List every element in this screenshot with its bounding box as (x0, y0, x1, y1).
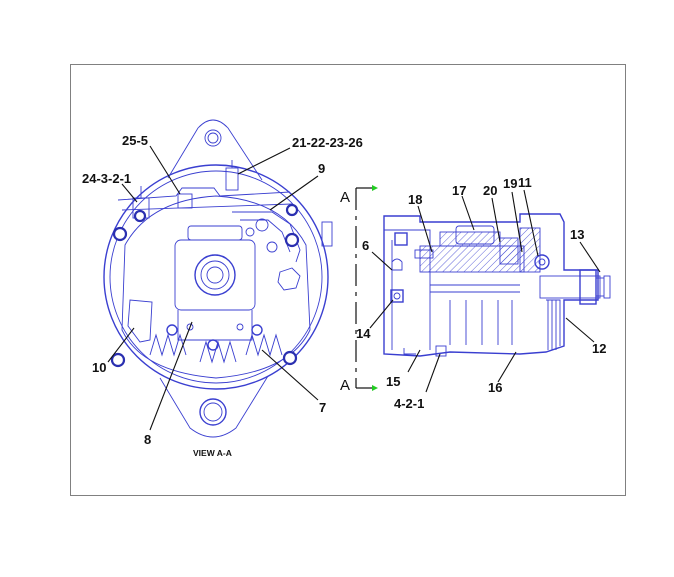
callout-8: 8 (144, 432, 151, 447)
callout-24-3-2-1: 24-3-2-1 (82, 171, 131, 186)
callout-12: 12 (592, 341, 606, 356)
callout-20: 20 (483, 183, 497, 198)
front-view (103, 119, 333, 438)
callout-13: 13 (570, 227, 584, 242)
callout-18: 18 (408, 192, 422, 207)
callout-11: 11 (518, 175, 532, 190)
callout-9: 9 (318, 161, 325, 176)
callout-17: 17 (452, 183, 466, 198)
callout-4-2-1: 4-2-1 (394, 396, 424, 411)
callout-19: 19 (503, 176, 517, 191)
callout-25-5: 25-5 (122, 133, 148, 148)
section-arrow-bottom-icon (372, 385, 378, 391)
section-mark-bottom: A (340, 377, 350, 394)
callout-14: 14 (356, 326, 371, 341)
callout-15: 15 (386, 374, 400, 389)
callout-10: 10 (92, 360, 106, 375)
section-arrow-top-icon (372, 185, 378, 191)
callout-6: 6 (362, 238, 369, 253)
section-view (355, 185, 611, 391)
leader-lines (107, 145, 601, 431)
view-caption: VIEW A-A (193, 448, 232, 458)
section-mark-top: A (340, 189, 350, 206)
callout-7: 7 (319, 400, 326, 415)
callout-16: 16 (488, 380, 502, 395)
figure-frame (70, 64, 626, 496)
callout-21-22-23-26: 21-22-23-26 (292, 135, 363, 150)
